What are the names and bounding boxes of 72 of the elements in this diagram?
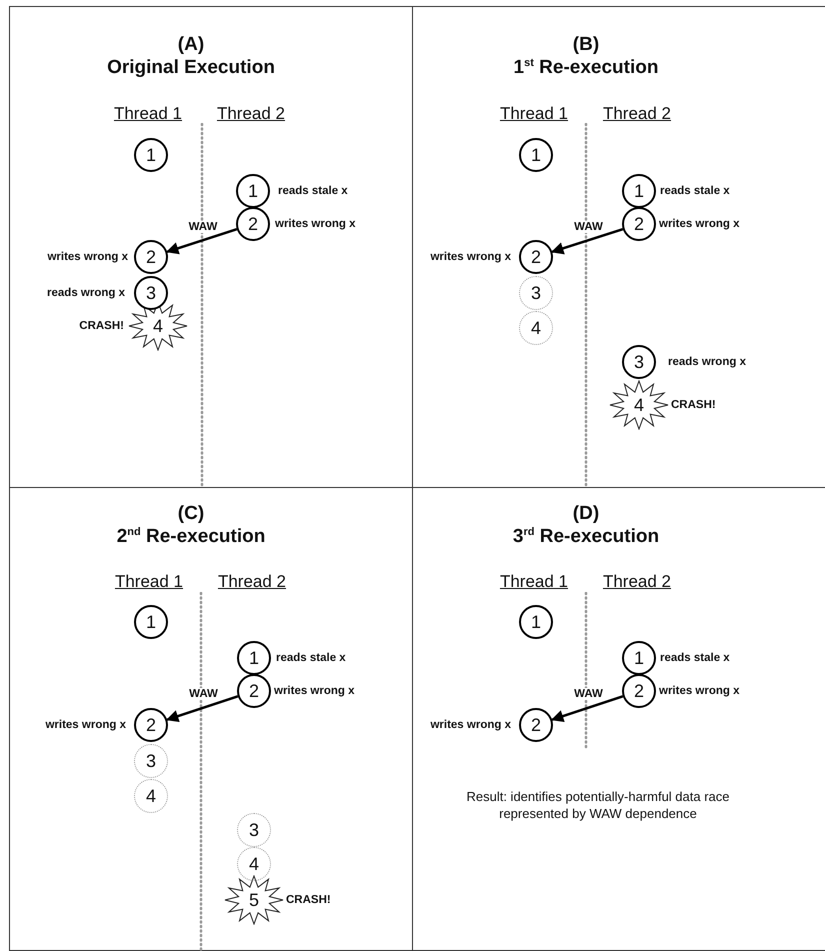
thread-heading: Thread 2 bbox=[216, 572, 288, 592]
step-circle: 1 bbox=[519, 605, 553, 639]
crash-burst: 4 bbox=[128, 301, 188, 351]
panel-letter: (C) bbox=[176, 502, 206, 525]
step-note: writes wrong x bbox=[274, 684, 355, 698]
step-circle: 1 bbox=[237, 641, 271, 675]
edge-label: WAW bbox=[573, 220, 604, 233]
step-note: writes wrong x bbox=[47, 250, 128, 264]
panel-title: 1$^{st}$ Re-execution bbox=[512, 56, 660, 79]
dependence-arrow bbox=[166, 228, 238, 254]
thread-heading: Thread 1 bbox=[114, 572, 184, 592]
step-note: writes wrong x bbox=[275, 217, 356, 231]
step-circle: 3 bbox=[622, 345, 656, 379]
thread-heading: Thread 1 bbox=[112, 104, 184, 124]
panel-letter: (D) bbox=[572, 502, 600, 525]
step-circle: 2 bbox=[622, 674, 656, 708]
panel-title: 3$^{rd}$ Re-execution bbox=[512, 525, 660, 548]
step-circle: 1 bbox=[519, 138, 553, 172]
step-note: writes wrong x bbox=[659, 217, 740, 231]
step-note: reads stale x bbox=[276, 651, 346, 665]
step-circle: 1 bbox=[236, 174, 270, 208]
thread-heading: Thread 2 bbox=[602, 104, 672, 124]
step-circle: 1 bbox=[134, 605, 168, 639]
edge-label: WAW bbox=[573, 688, 604, 700]
panel bbox=[9, 487, 412, 951]
crash-burst: 4 bbox=[609, 380, 669, 430]
step-circle: 1 bbox=[622, 641, 656, 675]
step-note: CRASH! bbox=[79, 319, 124, 333]
step-circle: 3 bbox=[237, 813, 271, 847]
step-note: reads wrong x bbox=[668, 355, 746, 369]
step-circle: 1 bbox=[622, 174, 656, 208]
step-circle: 3 bbox=[134, 276, 168, 310]
step-note: reads stale x bbox=[660, 184, 730, 198]
step-circle: 2 bbox=[236, 207, 270, 241]
edge-label: WAW bbox=[188, 688, 219, 700]
panel bbox=[412, 487, 825, 951]
step-note: reads wrong x bbox=[47, 286, 125, 300]
edge-label: WAW bbox=[188, 220, 218, 233]
step-circle: 2 bbox=[519, 708, 553, 742]
panel bbox=[9, 6, 412, 487]
step-circle: 2 bbox=[134, 240, 168, 274]
crash-burst: 5 bbox=[224, 875, 284, 925]
panel-letter: (A) bbox=[176, 33, 206, 56]
step-note: writes wrong x bbox=[430, 250, 511, 264]
step-note: CRASH! bbox=[671, 398, 716, 412]
step-note: reads stale x bbox=[278, 184, 348, 198]
step-circle: 1 bbox=[134, 138, 168, 172]
panel bbox=[412, 6, 825, 487]
panel-letter: (B) bbox=[572, 33, 600, 56]
thread-heading: Thread 2 bbox=[602, 572, 672, 592]
step-circle: 4 bbox=[519, 311, 553, 345]
step-circle: 2 bbox=[237, 674, 271, 708]
step-circle: 2 bbox=[519, 240, 553, 274]
panel-title: Original Execution bbox=[106, 56, 276, 79]
dependence-arrow bbox=[166, 695, 238, 722]
thread-heading: Thread 1 bbox=[498, 572, 570, 592]
step-note: writes wrong x bbox=[430, 718, 511, 732]
step-circle: 4 bbox=[134, 779, 168, 813]
step-circle: 2 bbox=[134, 708, 168, 742]
step-circle: 2 bbox=[622, 207, 656, 241]
dependence-arrow bbox=[551, 228, 624, 254]
result-note: Result: identifies potentially-harmful data race represented by WAW dependence bbox=[465, 788, 731, 822]
panel-title: 2$^{nd}$ Re-execution bbox=[116, 525, 266, 548]
step-circle: 3 bbox=[519, 276, 553, 310]
step-circle: 3 bbox=[134, 744, 168, 778]
step-note: writes wrong x bbox=[45, 718, 126, 732]
thread-heading: Thread 1 bbox=[498, 104, 570, 124]
thread-heading: Thread 2 bbox=[216, 104, 286, 124]
dependence-arrow bbox=[550, 695, 624, 722]
step-note: reads stale x bbox=[660, 651, 730, 665]
step-note: CRASH! bbox=[286, 893, 331, 907]
step-note: writes wrong x bbox=[659, 684, 740, 698]
